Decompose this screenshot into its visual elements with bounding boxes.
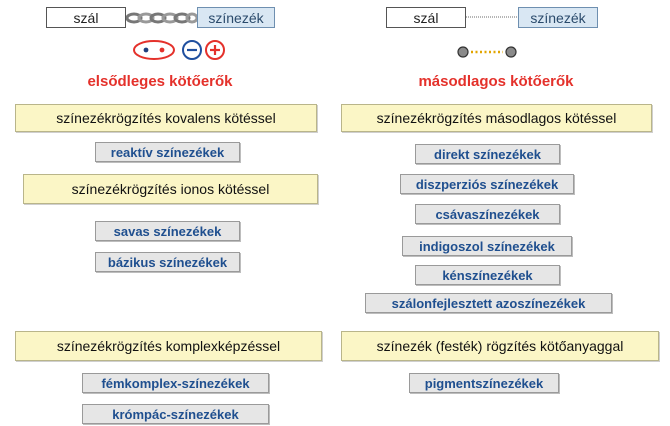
right-group-1-item-5: kénszínezékek [415, 265, 560, 285]
left-group-2-title: színezékrögzítés ionos kötéssel [23, 174, 318, 204]
dipole-dots-icon [457, 46, 517, 58]
ion-pair-icon [133, 40, 225, 60]
left-group-3-item-1: fémkomplex-színezékek [82, 373, 269, 393]
right-fiber-box: szál [386, 7, 466, 28]
right-fiber-label: szál [413, 9, 439, 26]
right-group-2-title: színezék (festék) rögzítés kötőanyaggal [341, 331, 659, 361]
right-group-1-item-6: szálonfejlesztett azoszínezékek [365, 293, 612, 313]
right-dye-box: színezék [518, 7, 598, 28]
left-group-2-item-2: bázikus színezékek [95, 252, 240, 272]
left-group-3-item-2: krómpác-színezékek [82, 404, 269, 424]
left-dye-label: színezék [208, 9, 264, 26]
left-fiber-label: szál [73, 9, 99, 26]
right-group-1-title: színezékrögzítés másodlagos kötéssel [341, 104, 652, 132]
left-fiber-box: szál [46, 7, 126, 28]
chain-bond-icon [126, 12, 198, 24]
right-dye-label: színezék [530, 9, 586, 26]
weak-bond-line-icon [466, 16, 520, 18]
left-group-1-item-1: reaktív színezékek [95, 142, 240, 162]
left-heading: elsődleges kötőerők [87, 73, 233, 90]
left-group-2-item-1: savas színezékek [95, 221, 240, 241]
left-group-1-title: színezékrögzítés kovalens kötéssel [15, 104, 317, 132]
right-group-1-item-1: direkt színezékek [415, 144, 560, 164]
left-group-3-title: színezékrögzítés komplexképzéssel [15, 331, 322, 361]
right-group-2-item-1: pigmentszínezékek [409, 373, 559, 393]
right-group-1-item-3: csávaszínezékek [415, 204, 560, 224]
left-dye-box: színezék [197, 7, 275, 28]
right-group-1-item-2: diszperziós színezékek [400, 174, 574, 194]
right-heading: másodlagos kötőerők [418, 73, 574, 90]
right-group-1-item-4: indigoszol színezékek [402, 236, 572, 256]
